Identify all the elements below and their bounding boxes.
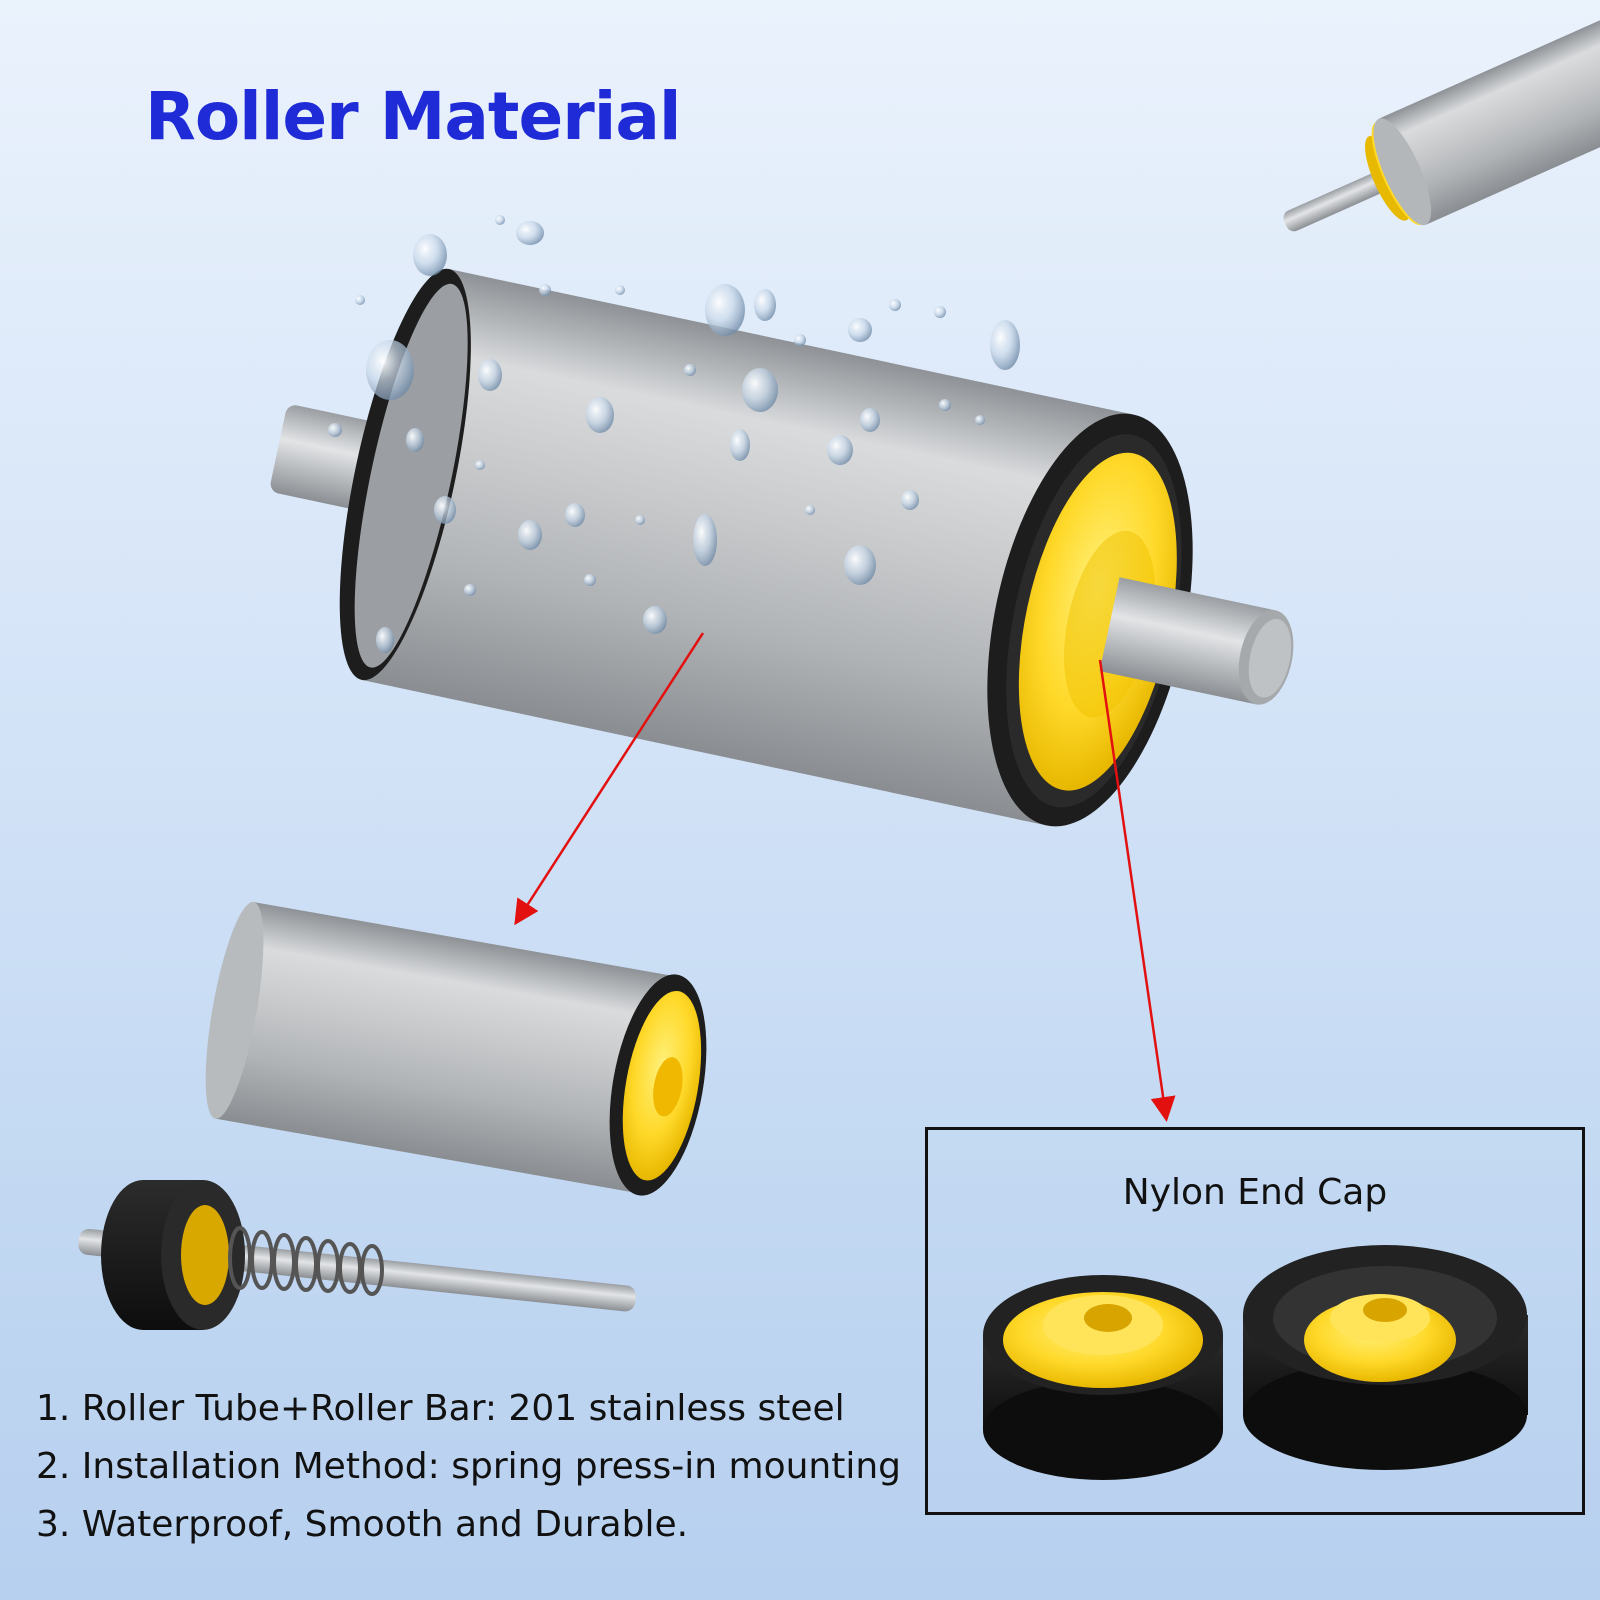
page-title: Roller Material xyxy=(145,78,682,155)
spec-item-material: 1. Roller Tube+Roller Bar: 201 stainless… xyxy=(36,1388,845,1429)
main-roller-icon xyxy=(270,268,1294,827)
end-cap-label: Nylon End Cap xyxy=(1122,1172,1388,1213)
spec-item-installation: 2. Installation Method: spring press-in … xyxy=(36,1446,902,1487)
spec-list: 1. Roller Tube+Roller Bar: 201 stainless… xyxy=(36,1380,901,1554)
nylon-end-cap-icon xyxy=(983,1245,1528,1480)
end-cap-panel: Nylon End Cap xyxy=(925,1127,1585,1515)
spring-shaft-icon xyxy=(78,1180,636,1330)
roller-tube-icon xyxy=(205,901,707,1196)
water-droplet-icon xyxy=(328,215,1020,653)
spec-item-features: 3. Waterproof, Smooth and Durable. xyxy=(36,1504,689,1545)
roller-assembly-icon xyxy=(1283,13,1600,232)
pointer-arrows xyxy=(514,632,1176,1122)
